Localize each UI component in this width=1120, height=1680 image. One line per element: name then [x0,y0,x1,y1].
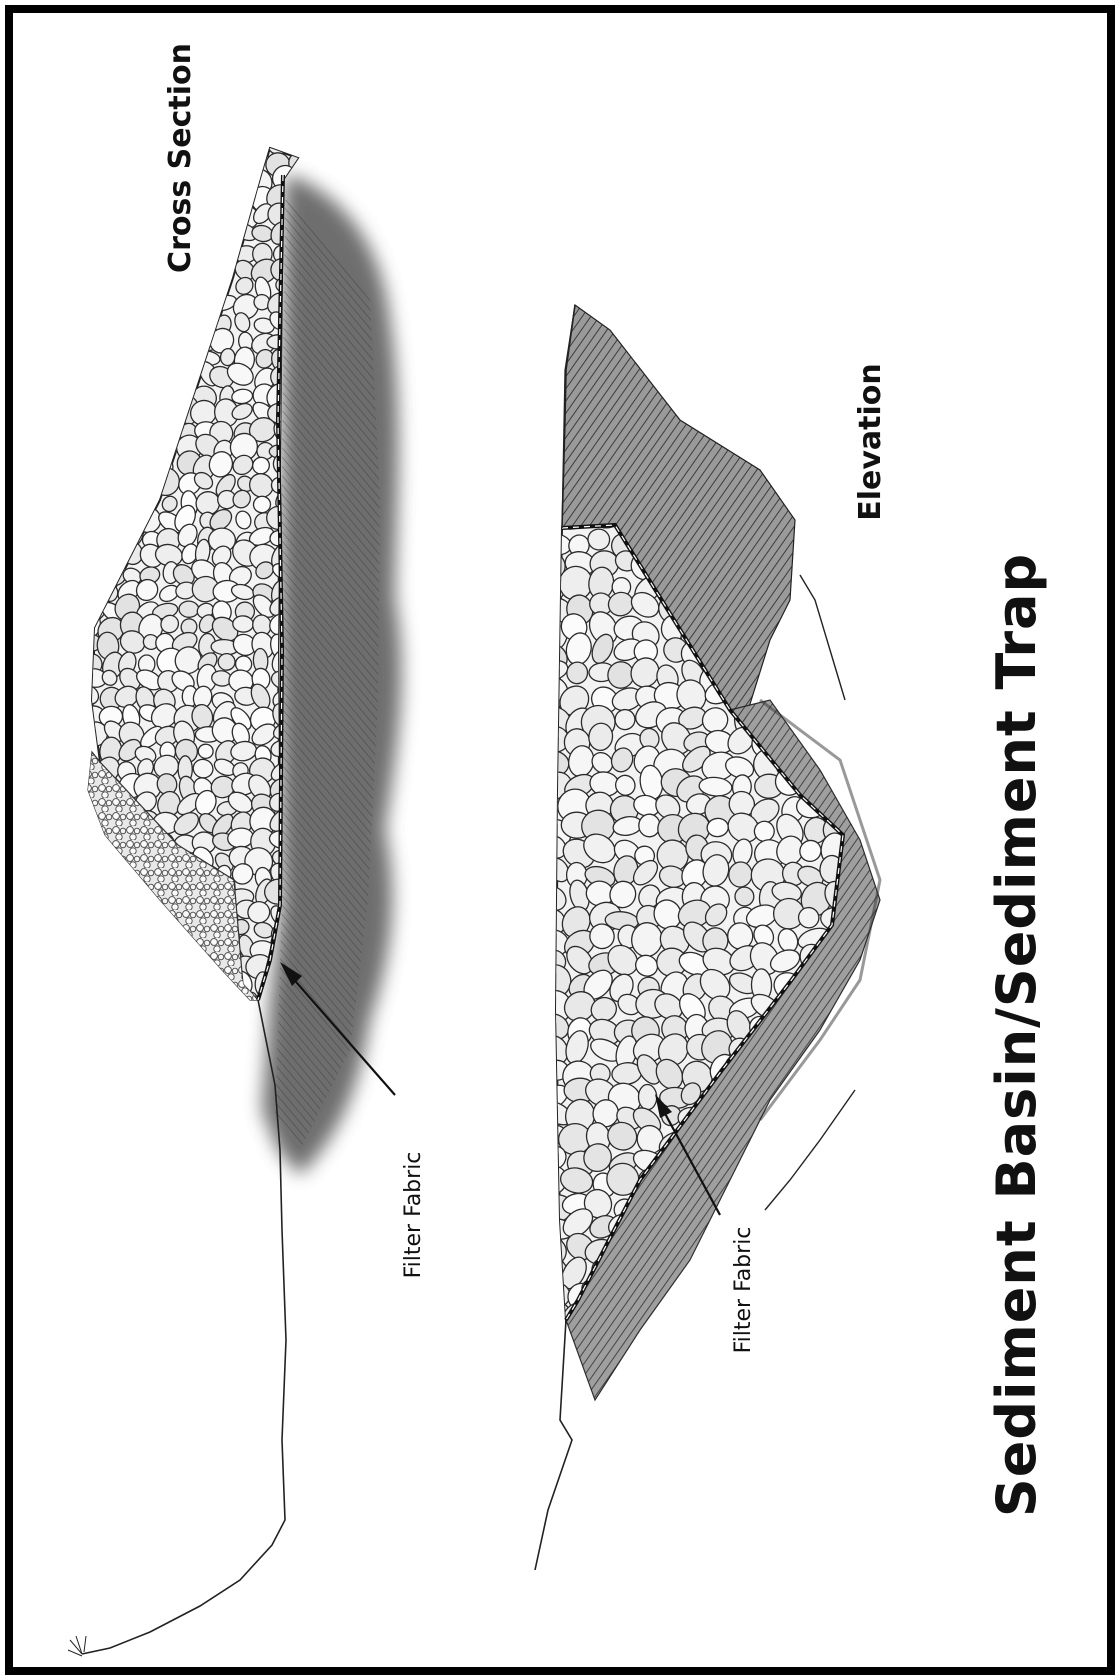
rock-stone [638,1084,657,1110]
cross-section-callout-label: Filter Fabric [401,1152,426,1279]
rock-stone [179,601,200,618]
diagram-title: Sediment Basin/Sediment Trap [985,553,1048,1517]
rock-stone [639,814,661,837]
elevation-label: Elevation [853,363,888,521]
elevation-callout-label: Filter Fabric [731,1227,756,1354]
cross-section-label: Cross Section [163,43,198,273]
